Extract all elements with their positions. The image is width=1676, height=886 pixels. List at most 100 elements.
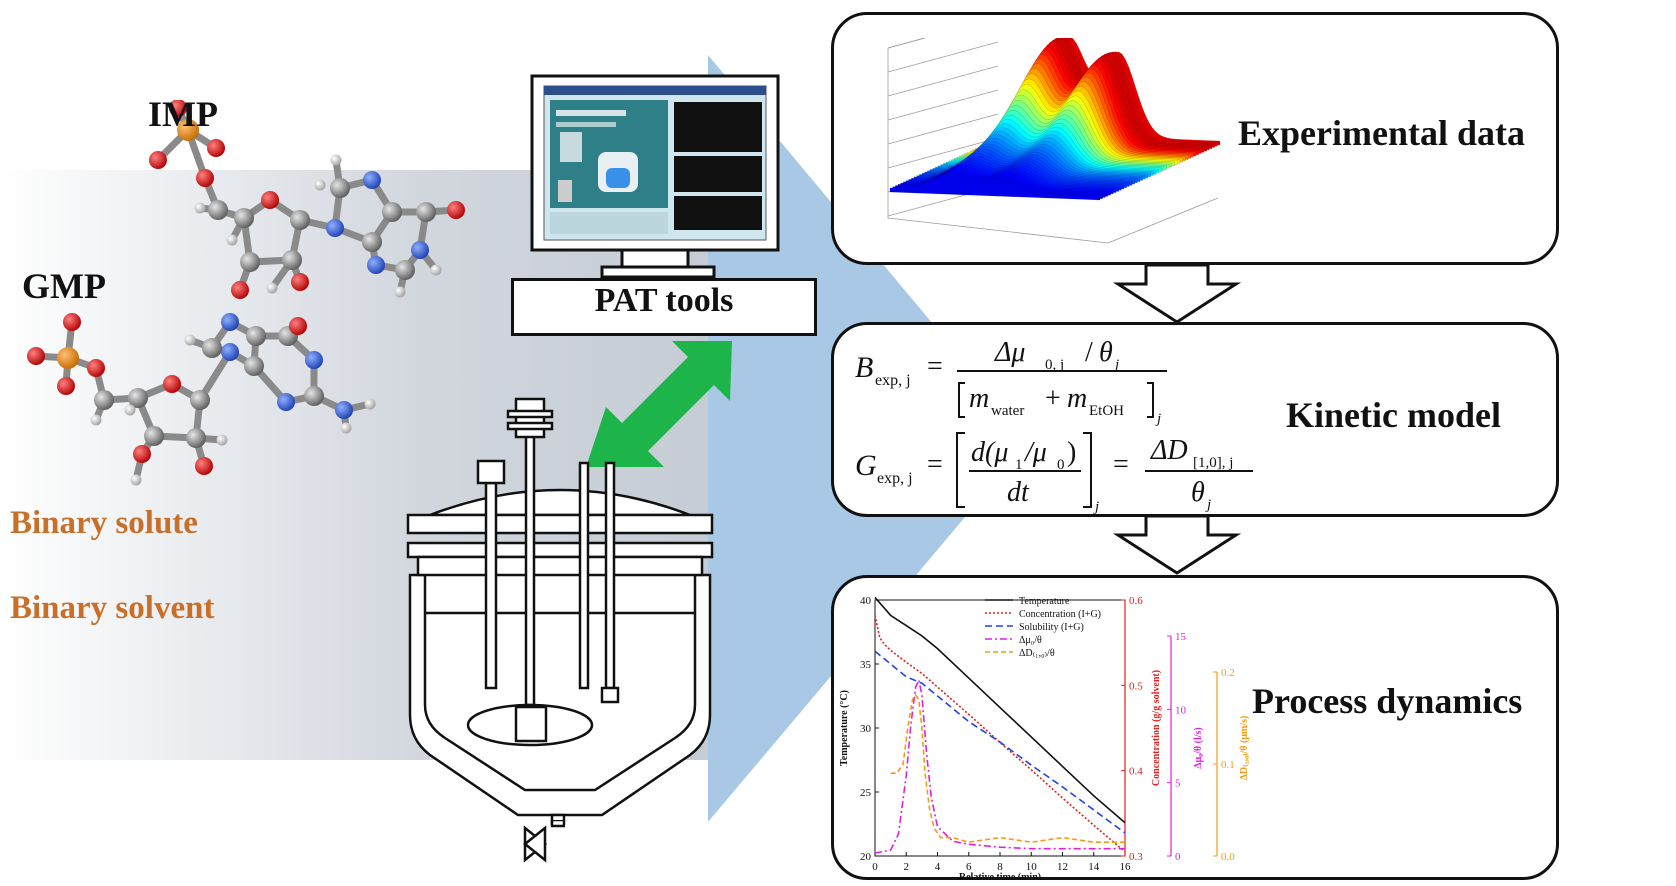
g-numerator-sub1: 1	[1015, 457, 1023, 473]
imp-atom	[382, 202, 402, 222]
imp-atom	[314, 179, 326, 191]
gmp-atom	[246, 326, 266, 346]
gmp-atom	[202, 338, 222, 358]
x-tick-label: 8	[997, 861, 1003, 873]
imp-atom	[149, 151, 167, 169]
y-tick-label: 0.6	[1129, 595, 1143, 607]
screen-plot-3	[674, 196, 762, 230]
reactor-vessel	[406, 397, 714, 825]
b-equation: B exp, j = Δμ 0, j / θ j m water + m EtO…	[855, 337, 1167, 427]
down-arrow-2	[1112, 515, 1242, 575]
series-line	[874, 596, 1126, 824]
double-arrow-shape	[586, 341, 732, 467]
kinetic-equations: B exp, j = Δμ 0, j / θ j m water + m EtO…	[855, 337, 1253, 515]
gmp-label: GMP	[22, 266, 106, 306]
b-numerator-sub: 0, j	[1045, 357, 1064, 373]
down-arrow-1	[1112, 264, 1242, 324]
series-line	[874, 677, 1125, 854]
surface-grid-line	[887, 41, 999, 73]
b-etoh-sub: EtOH	[1089, 403, 1124, 419]
g-equals: =	[927, 449, 943, 480]
gmp-atom	[335, 401, 353, 419]
imp-atom	[290, 210, 310, 230]
gmp-atom	[289, 317, 307, 335]
imp-atom	[447, 201, 465, 219]
gmp-atom	[304, 386, 324, 406]
gmp-atom	[340, 422, 352, 434]
x-tick-label: 14	[1088, 861, 1100, 873]
g-left-bracket	[956, 432, 965, 508]
b-bracket-sub: j	[1155, 411, 1161, 427]
y-tick-label: 40	[860, 595, 872, 607]
imp-atom	[326, 219, 344, 237]
gmp-atom	[163, 375, 181, 393]
experimental-data-title: Experimental data	[1238, 113, 1525, 153]
gmp-atom	[94, 390, 114, 410]
x-tick-label: 0	[872, 861, 878, 873]
gmp-atom	[364, 398, 376, 410]
legend-entry: Temperature	[1019, 596, 1070, 607]
gmp-atom	[133, 445, 151, 463]
b-symbol: B	[855, 351, 873, 384]
outlet-valve	[522, 820, 565, 863]
imp-atom	[395, 260, 415, 280]
imp-atom	[226, 234, 238, 246]
x-tick-label: 6	[966, 861, 972, 873]
y-tick-label: 0	[1175, 851, 1181, 863]
g-equation: G exp, j = d(μ 1 /μ 0 ) dt j = ΔD [1,0],…	[855, 432, 1253, 515]
g-rhs-denominator-sub: j	[1205, 497, 1211, 513]
stirrer-shaft	[524, 433, 536, 707]
y-axis-label: Concentration (g/g solvent)	[1151, 670, 1162, 786]
imp-atom	[194, 202, 206, 214]
y-axis-label: Temperature (°C)	[839, 690, 850, 766]
imp-atom	[291, 273, 309, 291]
vessel-lid	[429, 488, 691, 517]
process-dynamics-panel	[831, 575, 1559, 880]
gmp-atom	[221, 313, 239, 331]
molecule-models	[27, 100, 465, 486]
b-theta-sub: j	[1113, 357, 1119, 373]
gmp-atom	[124, 404, 136, 416]
probe-left	[484, 481, 498, 690]
flange-bottom	[406, 541, 714, 559]
imp-atom	[362, 232, 382, 252]
kinetic-model-panel	[831, 322, 1559, 517]
gmp-atom	[63, 313, 81, 331]
imp-atom	[367, 256, 385, 274]
legend-entry: Concentration (I+G)	[1019, 609, 1101, 620]
surface-axis-frame	[887, 48, 1219, 244]
legend-entry: Solubility (I+G)	[1019, 622, 1084, 633]
gmp-atom	[221, 343, 239, 361]
g-rhs-numerator: ΔD	[1150, 435, 1188, 466]
x-tick-label: 4	[935, 861, 941, 873]
b-water-sub: water	[991, 403, 1024, 419]
gmp-atom	[277, 393, 295, 411]
screen-plot-1	[674, 102, 762, 152]
gmp-atom	[305, 351, 323, 369]
y-tick-label: 20	[860, 851, 872, 863]
x-axis-label: Relative time (min)	[959, 872, 1041, 880]
imp-atom	[330, 154, 342, 166]
g-numerator-close: )	[1067, 437, 1076, 468]
imp-molecule-model	[149, 100, 465, 299]
y-axis-label: ΔD₍₁,₀₎/θ (μm/s)	[1239, 716, 1250, 781]
gmp-atom	[144, 426, 164, 446]
imp-atom	[240, 252, 260, 272]
y-tick-label: 0.1	[1221, 759, 1235, 771]
legend-entry: ΔD₍₁,₀₎/θ	[1019, 648, 1055, 659]
gmp-atom	[244, 356, 264, 376]
series-line	[874, 650, 1126, 834]
imp-atom	[363, 171, 381, 189]
surface-grid-line	[887, 65, 999, 97]
imp-atom	[330, 178, 350, 198]
g-bracket-sub: j	[1093, 499, 1099, 515]
impeller-hub	[514, 705, 548, 743]
gmp-atom	[57, 347, 79, 369]
imp-atom	[416, 202, 436, 222]
gmp-atom	[184, 334, 196, 346]
g-symbol: G	[855, 449, 877, 482]
y-tick-label: 0.4	[1129, 766, 1143, 778]
